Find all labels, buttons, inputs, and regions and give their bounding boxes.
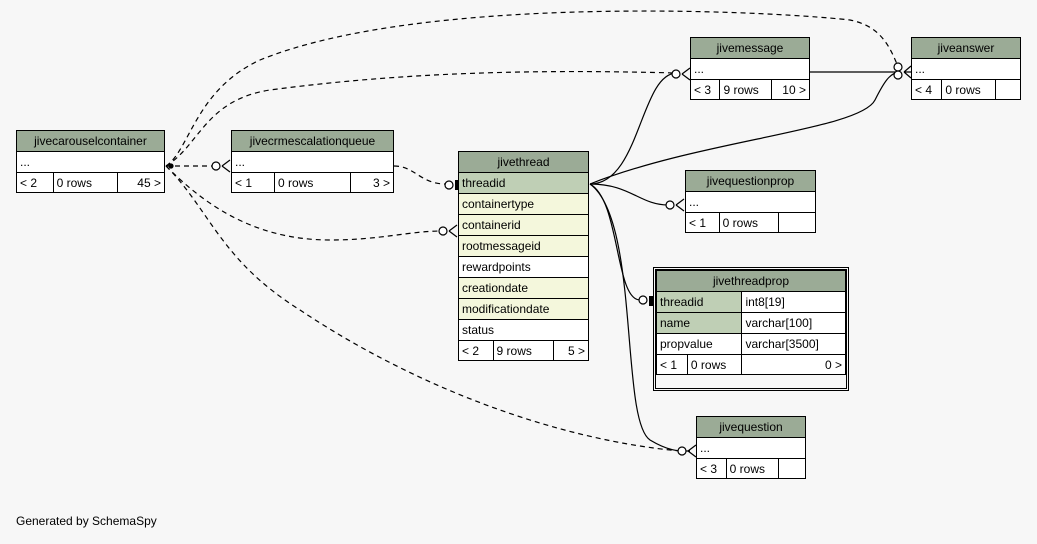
column-containertype: containertype xyxy=(458,193,589,215)
parent-count: < 4 xyxy=(910,79,943,100)
parent-count: < 3 xyxy=(689,79,721,100)
column-containerid: containerid xyxy=(458,214,589,236)
column-row: ... xyxy=(911,58,1021,80)
generated-by-footer: Generated by SchemaSpy xyxy=(16,514,157,528)
column-name-type: varchar[100] xyxy=(741,312,846,334)
table-jivemessage[interactable]: jivemessage ... < 3 9 rows 10 > xyxy=(689,37,810,100)
table-name: jivethreadprop xyxy=(656,270,846,292)
table-jivequestionprop[interactable]: jivequestionprop ... < 1 0 rows xyxy=(685,170,816,233)
row-count: 0 rows xyxy=(686,354,743,375)
parent-count: < 3 xyxy=(696,458,727,479)
link-thread-answer xyxy=(589,71,899,185)
column-threadid: threadid xyxy=(458,172,589,194)
link-carousel-thread xyxy=(165,165,443,241)
parent-count: < 2 xyxy=(16,172,54,193)
column-rewardpoints: rewardpoints xyxy=(458,256,589,278)
table-name: jivequestion xyxy=(696,416,806,438)
table-name: jivethread xyxy=(458,151,589,173)
table-jivethread[interactable]: jivethread threadid containertype contai… xyxy=(458,151,589,361)
link-crmqueue-thread xyxy=(393,165,447,185)
row-count: 0 rows xyxy=(725,458,780,479)
column-creationdate: creationdate xyxy=(458,277,589,299)
child-count: 0 > xyxy=(741,354,846,375)
column-propvalue-type: varchar[3500] xyxy=(741,333,846,355)
column-threadid: threadid xyxy=(655,291,743,313)
table-jiveanswer[interactable]: jiveanswer ... < 4 0 rows xyxy=(910,37,1021,100)
table-name: jivecarouselcontainer xyxy=(16,130,165,152)
parent-count: < 1 xyxy=(656,354,688,375)
column-row: ... xyxy=(690,58,810,80)
table-jivecarouselcontainer[interactable]: jivecarouselcontainer ... < 2 0 rows 45 … xyxy=(16,130,165,193)
row-count: 9 rows xyxy=(492,340,555,361)
table-jivethreadprop-frame: jivethreadprop threadid int8[19] name va… xyxy=(653,267,849,391)
column-modificationdate: modificationdate xyxy=(458,298,589,320)
column-threadid-type: int8[19] xyxy=(741,291,846,313)
row-count: 9 rows xyxy=(719,79,773,100)
child-count: 10 > xyxy=(771,79,810,100)
row-count: 0 rows xyxy=(941,79,996,100)
table-name: jiveanswer xyxy=(911,37,1021,59)
column-propvalue: propvalue xyxy=(655,333,743,355)
table-jivequestion[interactable]: jivequestion ... < 3 0 rows xyxy=(696,416,806,479)
link-thread-question xyxy=(589,183,691,452)
child-count: 45 > xyxy=(117,172,165,193)
column-name: name xyxy=(655,312,743,334)
column-row: ... xyxy=(696,437,806,459)
column-rootmessageid: rootmessageid xyxy=(458,235,589,257)
child-count xyxy=(778,212,816,233)
child-count: 3 > xyxy=(349,172,395,193)
parent-count: < 1 xyxy=(230,172,276,193)
table-jivecrmescalationqueue[interactable]: jivecrmescalationqueue ... < 1 0 rows 3 … xyxy=(230,130,395,193)
link-thread-questionprop xyxy=(589,183,669,206)
parent-count: < 1 xyxy=(685,212,720,233)
column-status: status xyxy=(458,319,589,341)
link-carousel-answer xyxy=(165,10,901,167)
child-count xyxy=(778,458,806,479)
table-jivethreadprop[interactable]: jivethreadprop threadid int8[19] name va… xyxy=(655,270,846,375)
column-row: ... xyxy=(16,151,165,173)
row-count: 0 rows xyxy=(274,172,351,193)
parent-count: < 2 xyxy=(458,340,494,361)
table-name: jivemessage xyxy=(690,37,810,59)
table-name: jivecrmescalationqueue xyxy=(231,130,394,152)
column-row: ... xyxy=(231,151,394,173)
column-row: ... xyxy=(685,191,816,213)
link-thread-message xyxy=(589,72,677,185)
row-count: 0 rows xyxy=(718,212,780,233)
row-count: 0 rows xyxy=(52,172,119,193)
table-name: jivequestionprop xyxy=(685,170,816,192)
link-carousel-message xyxy=(165,70,677,167)
child-count xyxy=(995,79,1021,100)
child-count: 5 > xyxy=(553,340,589,361)
link-carousel-question xyxy=(165,165,681,452)
link-thread-threadprop xyxy=(589,183,641,301)
